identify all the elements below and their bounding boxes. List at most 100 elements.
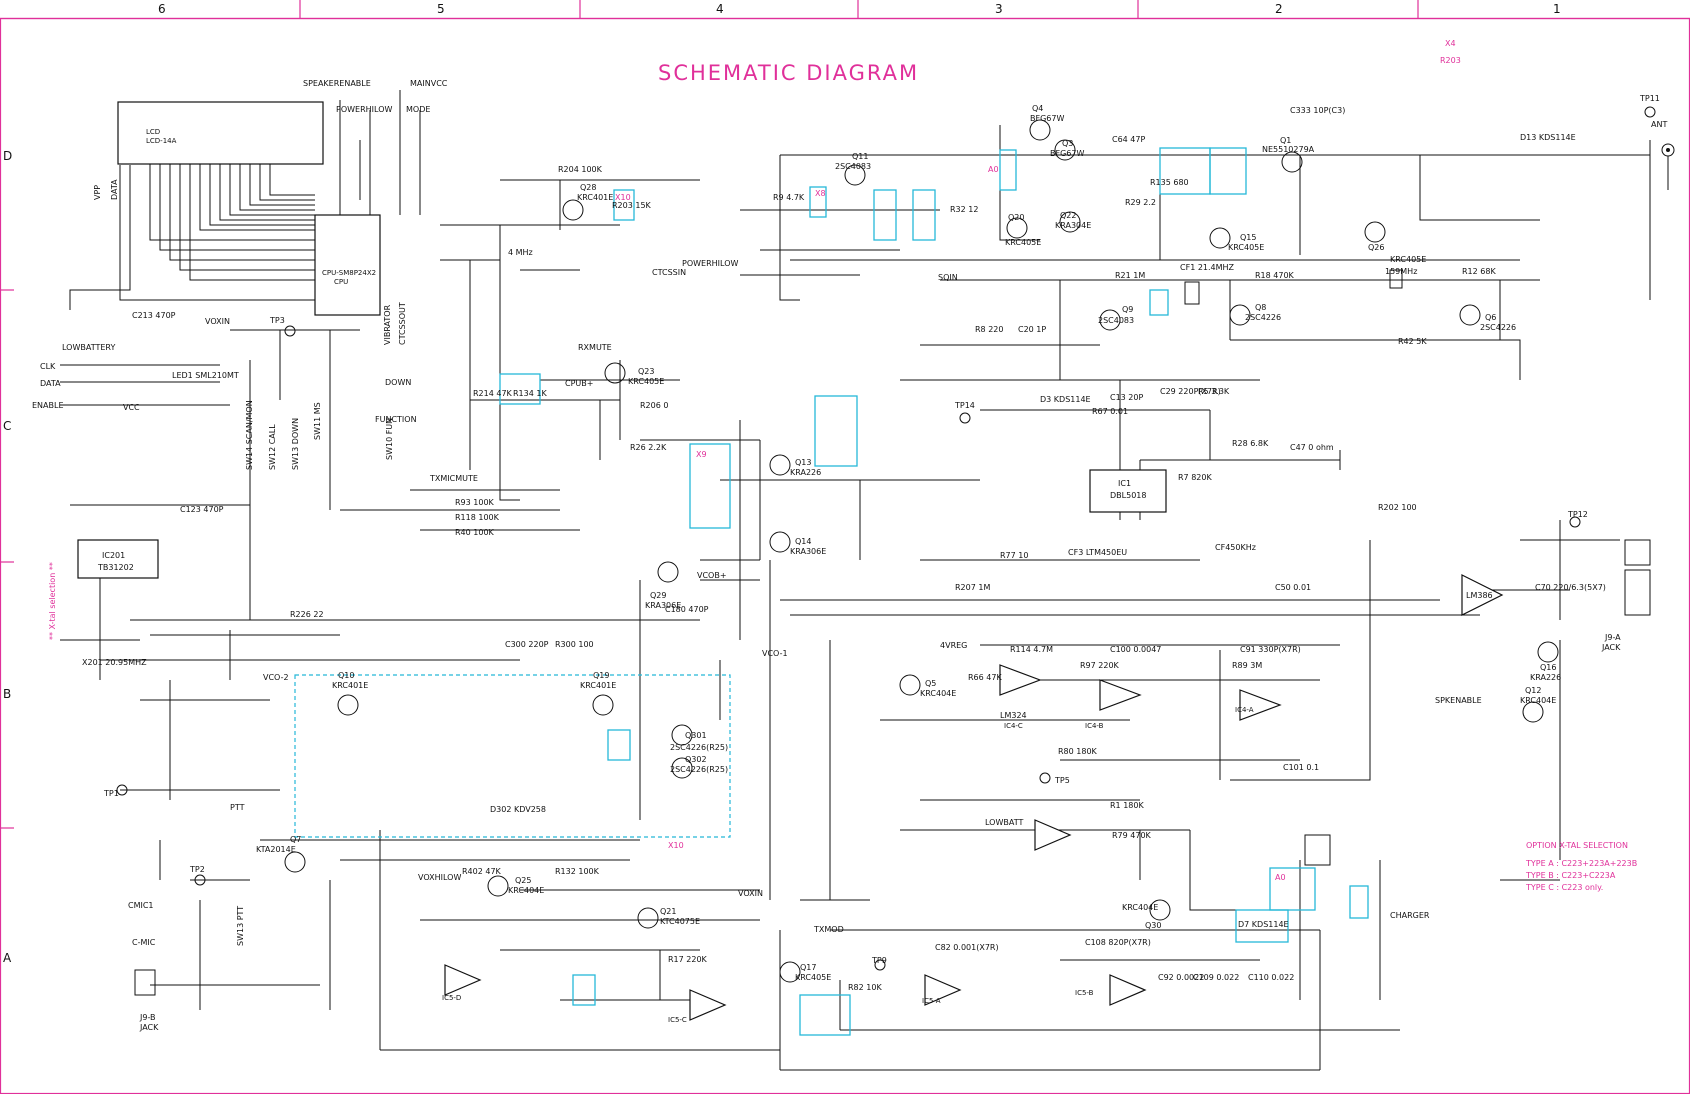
svg-text:KTA2014E: KTA2014E — [256, 845, 296, 854]
svg-text:BFG67W: BFG67W — [1050, 149, 1084, 158]
svg-text:Q8: Q8 — [1255, 303, 1266, 312]
svg-text:R79 470K: R79 470K — [1112, 831, 1152, 840]
sig-power-hilow: POWERHILOW — [336, 105, 392, 114]
svg-text:R207 1M: R207 1M — [955, 583, 990, 592]
svg-text:SW13 PTT: SW13 PTT — [236, 906, 245, 946]
svg-text:C20 1P: C20 1P — [1018, 325, 1046, 334]
lcd-part: LCD-14A — [146, 137, 177, 145]
svg-text:Q302: Q302 — [685, 755, 707, 764]
svg-text:Q17: Q17 — [800, 963, 816, 972]
svg-text:C213 470P: C213 470P — [132, 311, 176, 320]
svg-text:D13 KDS114E: D13 KDS114E — [1520, 133, 1576, 142]
svg-text:R29 2.2: R29 2.2 — [1125, 198, 1156, 207]
svg-text:KRC401E: KRC401E — [580, 681, 616, 690]
svg-text:X8: X8 — [815, 189, 826, 198]
svg-text:R32 12: R32 12 — [950, 205, 978, 214]
sig-spkenable: SPKENABLE — [1435, 696, 1482, 705]
lcd-pins — [149, 164, 315, 281]
svg-text:SW10 FUN: SW10 FUN — [385, 418, 394, 460]
svg-text:IC5-C: IC5-C — [668, 1016, 687, 1024]
sig-rxmute: RXMUTE — [578, 343, 612, 352]
svg-text:Q29: Q29 — [650, 591, 666, 600]
svg-text:R206 0: R206 0 — [640, 401, 668, 410]
sig-lowbatt: LOWBATT — [985, 818, 1023, 827]
svg-text:Q7: Q7 — [290, 835, 301, 844]
xtal-selection-label: ** X-tal selection ** — [48, 562, 57, 640]
sig-vco1: VCO-1 — [762, 649, 788, 658]
opamp-ic5a: IC5-A — [922, 974, 962, 1006]
svg-text:C64 47P: C64 47P — [1112, 135, 1145, 144]
resistor-labels: R204 100K R203 15K R214 47K R134 1K R206… — [290, 165, 1496, 992]
svg-text:J9-B: J9-B — [139, 1013, 156, 1022]
svg-text:IC4-B: IC4-B — [1085, 722, 1104, 730]
opamp-ic4a: IC4-A — [1235, 689, 1282, 721]
svg-text:LM386: LM386 — [1466, 591, 1493, 600]
svg-text:IC5-D: IC5-D — [442, 994, 461, 1002]
svg-text:C101 0.1: C101 0.1 — [1283, 763, 1319, 772]
crystal-labels: CF1 21.4MHZ 159MHz X201 20.95MHZ 4 MHz C… — [82, 248, 1417, 667]
svg-text:Q301: Q301 — [685, 731, 707, 740]
option-note-line-c: TYPE C : C223 only. — [1525, 883, 1603, 892]
sig-down: DOWN — [385, 378, 411, 387]
sig-ptt: PTT — [230, 803, 245, 812]
sheet-frame — [0, 17, 1690, 1095]
svg-text:Q6: Q6 — [1485, 313, 1496, 322]
svg-text:R12 68K: R12 68K — [1462, 267, 1496, 276]
svg-text:KTC4075E: KTC4075E — [660, 917, 700, 926]
svg-text:R1 180K: R1 180K — [1110, 801, 1144, 810]
sig-ctcssin: CTCSSIN — [652, 268, 686, 277]
zone-col-2: 2 — [1275, 2, 1283, 16]
svg-text:IC5-A: IC5-A — [922, 997, 941, 1005]
transistors: Q28 KRC401E Q23 KRC405E Q11 2SC4083 Q4 B… — [256, 104, 1561, 983]
svg-text:D3 KDS114E: D3 KDS114E — [1040, 395, 1091, 404]
svg-text:KRC405E: KRC405E — [795, 973, 831, 982]
tp3: TP3 — [269, 316, 285, 325]
svg-text:SW14 SCAN/MON: SW14 SCAN/MON — [245, 400, 254, 470]
sig-ant: ANT — [1651, 120, 1667, 129]
zone-col-5: 5 — [437, 2, 445, 16]
sig-vibrator: VIBRATOR — [383, 304, 392, 345]
svg-text:KRA226: KRA226 — [790, 468, 821, 477]
svg-text:KRA304E: KRA304E — [1055, 221, 1091, 230]
sig-voxin: VOXIN — [205, 317, 230, 326]
svg-text:KRC405E: KRC405E — [1005, 238, 1041, 247]
zone-col-1: 1 — [1553, 2, 1561, 16]
svg-text:R26 2.2K: R26 2.2K — [630, 443, 667, 452]
svg-text:R7 820K: R7 820K — [1178, 473, 1212, 482]
lcd-name: LCD — [146, 128, 160, 136]
svg-text:Q3: Q3 — [1062, 139, 1073, 148]
svg-text:LED1 SML210MT: LED1 SML210MT — [172, 371, 239, 380]
sig-low-battery: LOWBATTERY — [62, 343, 115, 352]
svg-text:Q4: Q4 — [1032, 104, 1043, 113]
lcd-module — [117, 101, 324, 165]
svg-text:C180 470P: C180 470P — [665, 605, 709, 614]
ic201-name: IC201 — [102, 551, 125, 560]
svg-text:R67 0.01: R67 0.01 — [1092, 407, 1128, 416]
svg-text:IC4-A: IC4-A — [1235, 706, 1254, 714]
option-note-title: OPTION X-TAL SELECTION — [1526, 841, 1628, 850]
sig-function: FUNCTION — [375, 415, 417, 424]
tp5: TP5 — [1054, 776, 1070, 785]
svg-text:R93 100K: R93 100K — [455, 498, 495, 507]
cpu-chip — [314, 214, 381, 316]
svg-text:Q21: Q21 — [660, 907, 676, 916]
jack-labels: J9-A JACK J9-B JACK CMIC1 C-MIC — [128, 539, 1651, 1032]
zone-col-3: 3 — [995, 2, 1003, 16]
diode-labels: D13 KDS114E D3 KDS114E D7 KDS114E D302 K… — [172, 133, 1576, 929]
svg-text:R204 100K: R204 100K — [558, 165, 603, 174]
svg-text:KRC401E: KRC401E — [332, 681, 368, 690]
svg-text:Q25: Q25 — [515, 876, 531, 885]
svg-text:X201 20.95MHZ: X201 20.95MHZ — [82, 658, 147, 667]
svg-text:A0: A0 — [1275, 873, 1286, 882]
svg-text:JACK: JACK — [139, 1023, 159, 1032]
sig-vcc: VCC — [123, 403, 140, 412]
svg-text:Q30: Q30 — [1145, 921, 1161, 930]
svg-text:J9-A: J9-A — [1604, 633, 1621, 642]
svg-text:Q16: Q16 — [1540, 663, 1556, 672]
svg-text:C109 0.022: C109 0.022 — [1193, 973, 1239, 982]
cpu-name: CPU-SM8P24X2 — [322, 269, 376, 277]
svg-text:D7 KDS114E: D7 KDS114E — [1238, 920, 1289, 929]
svg-text:Q26: Q26 — [1368, 243, 1384, 252]
